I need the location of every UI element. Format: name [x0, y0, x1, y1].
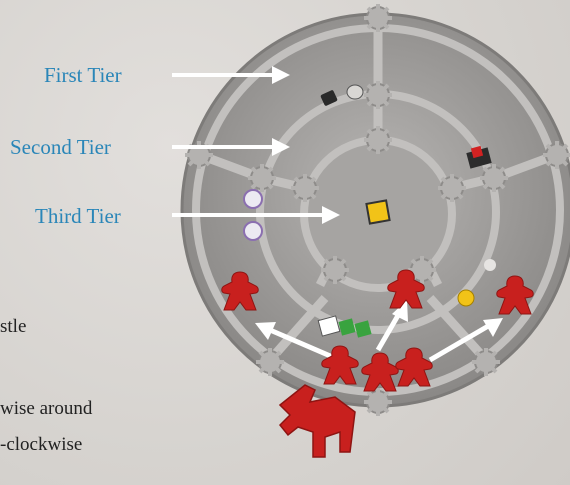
castle-board-art [0, 0, 570, 485]
illustration: First Tier Second Tier Third Tier stle w… [0, 0, 570, 485]
